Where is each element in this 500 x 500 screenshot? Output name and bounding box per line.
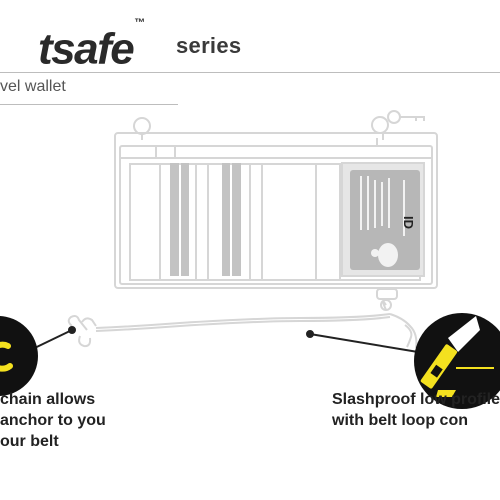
brand-logo-text: tsafe™ — [38, 17, 146, 74]
series-label: series — [176, 33, 242, 58]
belt-loop-clip — [376, 288, 398, 311]
slashproof-blade-icon — [414, 313, 500, 409]
id-window: ID — [341, 162, 425, 277]
feature-slashproof-caption: Slashproof low profile with belt loop co… — [332, 391, 500, 429]
subtitle-divider — [0, 104, 178, 105]
chain-icon-callout — [0, 316, 38, 396]
feature-chain-caption: chain allows anchor to you our belt — [0, 391, 106, 450]
product-subtitle: vel wallet — [0, 78, 66, 95]
header-divider — [0, 72, 500, 73]
top-snap-loop — [133, 117, 151, 140]
callout-leaders — [17, 326, 419, 357]
wallet-card-slots — [159, 163, 341, 280]
chain-icon — [67, 300, 418, 349]
key-icon — [371, 110, 425, 146]
id-label: ID — [401, 216, 416, 229]
